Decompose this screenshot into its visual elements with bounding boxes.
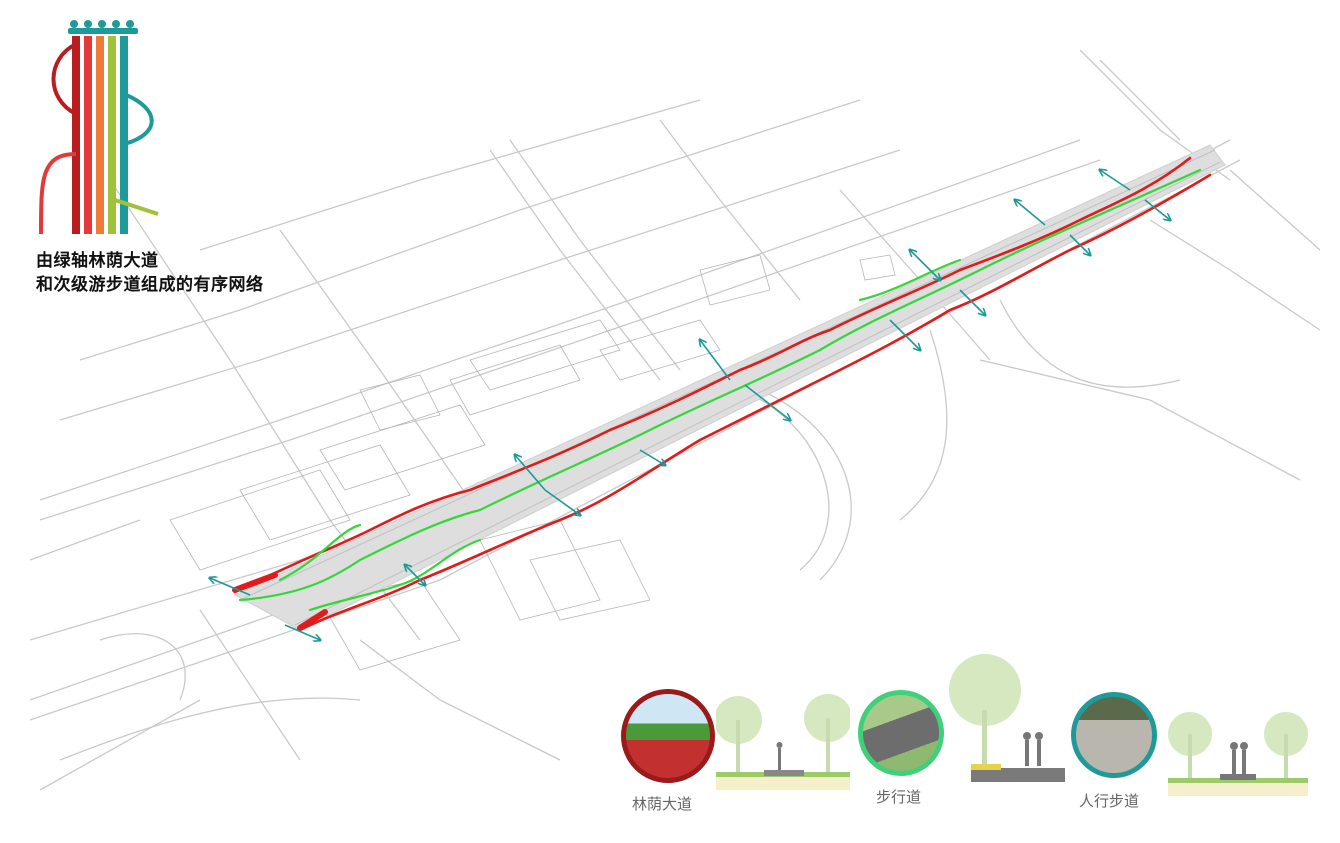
- urban-blocks: [169, 254, 896, 671]
- thumb-walkway: [858, 690, 944, 776]
- green-corridor-band: [233, 144, 1226, 631]
- caption-sidewalk: 人行步道: [1079, 792, 1140, 810]
- page-title-line-1: 由绿轴林荫大道: [36, 251, 159, 271]
- caption-walkway: 步行道: [876, 788, 922, 806]
- cyclists-pedestrians-icon: [68, 20, 138, 34]
- page-title-line-2: 和次级游步道组成的有序网络: [36, 275, 264, 295]
- access-arrows: [210, 170, 1170, 640]
- section-walkway: [945, 650, 1065, 785]
- route-stripes-logo-icon: [39, 20, 159, 234]
- primary-routes: [232, 156, 1212, 632]
- caption-boulevard: 林荫大道: [632, 795, 693, 813]
- thumb-sidewalk: [1071, 692, 1157, 778]
- section-boulevard: [716, 690, 850, 790]
- section-sidewalk: [1168, 710, 1308, 796]
- thumb-boulevard: [621, 689, 715, 783]
